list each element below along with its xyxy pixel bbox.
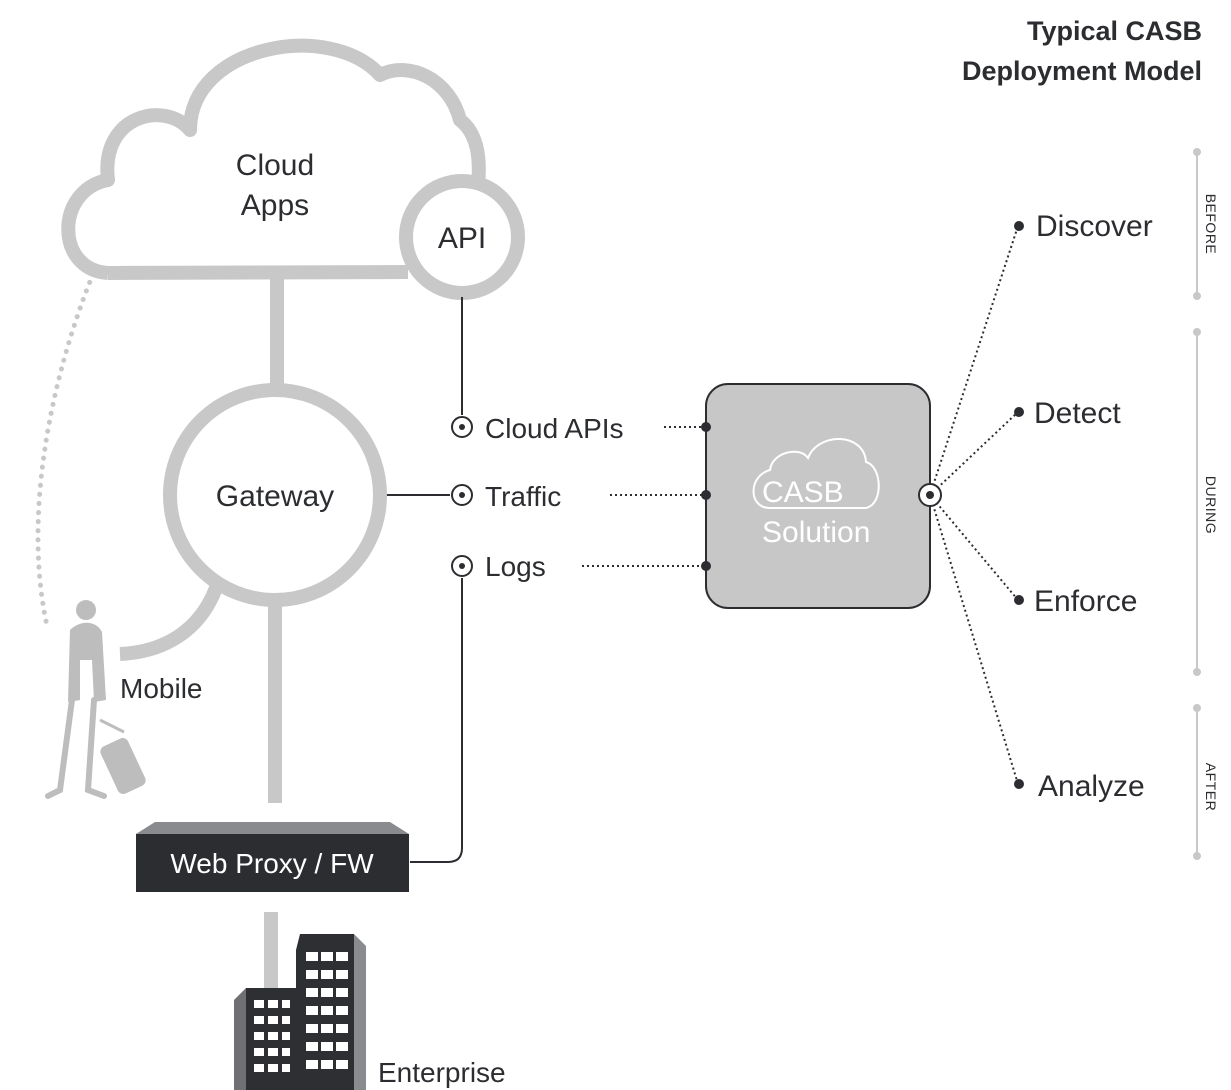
- casb-label-line-1: CASB: [762, 476, 844, 509]
- cloud-apps-label-line-1: Cloud: [236, 149, 314, 182]
- input-cloud-apis-label: Cloud APIs: [485, 413, 624, 444]
- cloud-apps-label-line-2: Apps: [241, 189, 309, 222]
- phase-during-label: DURING: [1203, 476, 1219, 534]
- gateway-label: Gateway: [216, 480, 334, 513]
- casb-port-dot: [701, 490, 711, 500]
- proxy-label: Web Proxy / FW: [170, 848, 374, 879]
- api-label: API: [438, 222, 486, 255]
- casb-port-dot: [701, 561, 711, 571]
- target-icon: [451, 416, 473, 438]
- phase-bar-after: [1193, 704, 1201, 860]
- phase-before-label: BEFORE: [1203, 194, 1219, 255]
- casb-cloud-icon: [752, 438, 880, 509]
- proxy-box: [136, 834, 409, 892]
- cloud-icon: [61, 38, 486, 280]
- phase-bar-before: [1193, 148, 1201, 300]
- cloud-mobile-dotted-link: [35, 271, 96, 633]
- building-icon: [234, 934, 366, 1090]
- input-logs-label: Logs: [485, 551, 546, 582]
- casb-analyze-dotted-link: [929, 494, 1019, 785]
- capability-dot: [1014, 779, 1024, 789]
- casb-enforce-dotted-link: [929, 494, 1019, 601]
- target-icon: [451, 555, 473, 577]
- casb-port-dot: [701, 422, 711, 432]
- target-icon: [451, 484, 473, 506]
- title-line-2: Deployment Model: [962, 56, 1202, 86]
- casb-detect-dotted-link: [929, 411, 1019, 496]
- title-line-1: Typical CASB: [1027, 16, 1202, 46]
- enterprise-label: Enterprise: [378, 1057, 506, 1088]
- casb-discover-dotted-link: [929, 225, 1019, 496]
- capability-dot: [1014, 407, 1024, 417]
- capability-enforce: Enforce: [1034, 585, 1137, 618]
- phase-after-label: AFTER: [1203, 763, 1219, 811]
- capability-dot: [1014, 595, 1024, 605]
- logs-proxy-link: [410, 578, 463, 863]
- target-icon: [918, 483, 942, 507]
- input-traffic-label: Traffic: [485, 481, 561, 512]
- capability-dot: [1014, 221, 1024, 231]
- capability-detect: Detect: [1034, 397, 1121, 430]
- api-node: [399, 174, 525, 300]
- mobile-label: Mobile: [120, 673, 202, 704]
- capability-discover: Discover: [1036, 210, 1153, 243]
- gateway-node: [163, 383, 387, 607]
- proxy-top-bevel: [136, 822, 409, 834]
- capability-analyze: Analyze: [1038, 770, 1145, 803]
- traveler-icon: [45, 600, 146, 799]
- casb-label-line-2: Solution: [762, 516, 870, 549]
- phase-bar-during: [1193, 328, 1201, 676]
- gateway-mobile-link: [119, 585, 223, 661]
